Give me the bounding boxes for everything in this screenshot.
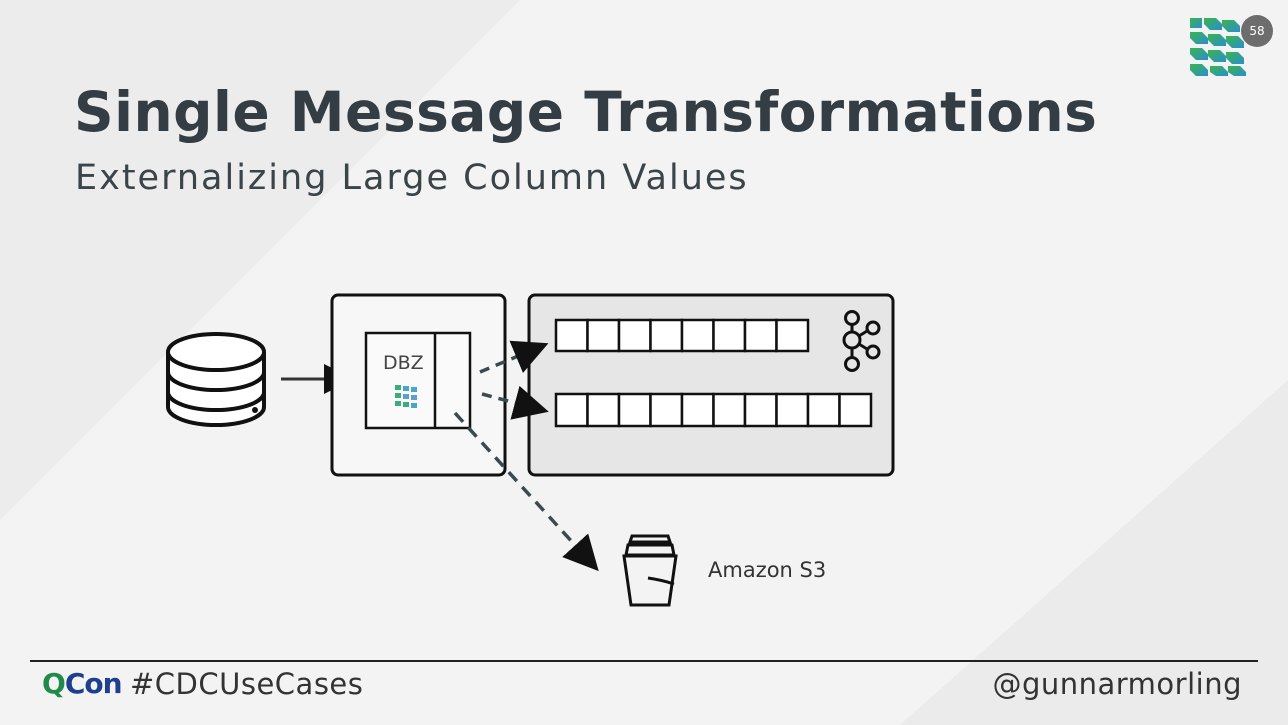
footer-hashtag: #CDCUseCases xyxy=(130,667,364,701)
footer-twitter-handle: @gunnarmorling xyxy=(992,667,1242,701)
qcon-logo: QCon xyxy=(42,667,123,700)
debezium-logo-icon xyxy=(1190,18,1246,76)
connect-to-topic-2-arrow xyxy=(481,385,549,420)
connector-logo-icon xyxy=(395,385,417,408)
kafka-logo-icon xyxy=(842,310,881,372)
s3-label: Amazon S3 xyxy=(708,558,827,582)
database-icon xyxy=(166,332,266,427)
topic-2 xyxy=(554,392,873,428)
connect-to-s3-arrow xyxy=(453,411,599,572)
slide-subtitle: Externalizing Large Column Values xyxy=(75,158,749,198)
connect-to-topic-1-arrow xyxy=(479,340,549,374)
connector-box xyxy=(364,331,472,430)
slide-number-badge: 58 xyxy=(1241,15,1273,47)
connector-label: DBZ xyxy=(383,352,424,374)
topic-1 xyxy=(554,318,810,353)
s3-bucket-icon xyxy=(622,534,678,607)
slide-title: Single Message Transformations xyxy=(74,80,1098,144)
footer-divider xyxy=(30,660,1258,662)
